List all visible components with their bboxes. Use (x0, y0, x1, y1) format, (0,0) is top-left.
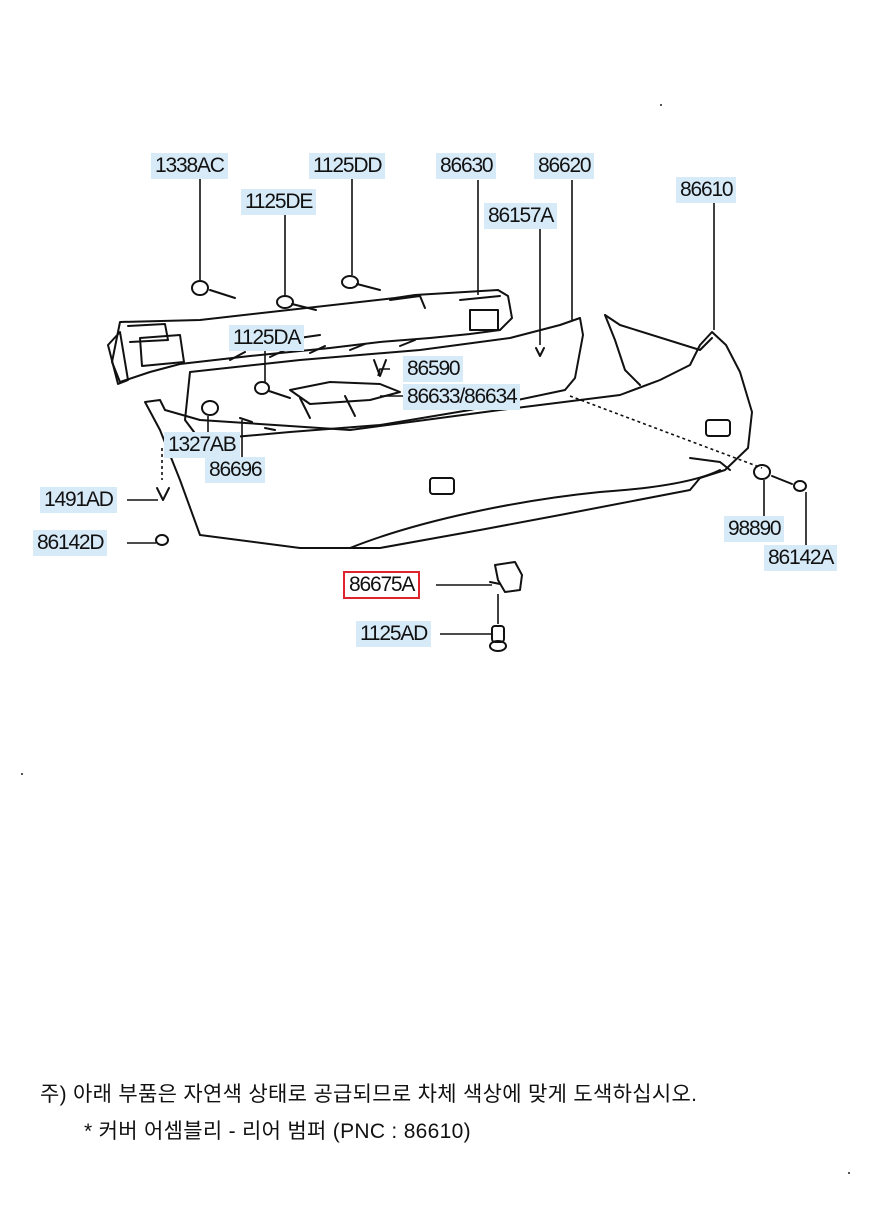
part-label-1125DD[interactable]: 1125DD (309, 153, 386, 179)
part-label-98890[interactable]: 98890 (724, 516, 785, 542)
scan-speck (848, 1172, 850, 1174)
part-label-1125DA[interactable]: 1125DA (229, 325, 305, 351)
pnc-note: * 커버 어셈블리 - 리어 범퍼 (PNC : 86610) (84, 1120, 471, 1143)
part-label-86610[interactable]: 86610 (676, 177, 737, 203)
part-label-86696[interactable]: 86696 (205, 457, 266, 483)
part-label-86630[interactable]: 86630 (436, 153, 497, 179)
part-label-86142D[interactable]: 86142D (33, 530, 108, 556)
bumper-exploded-diagram (107, 178, 807, 652)
scan-speck (21, 773, 23, 775)
scan-speck (660, 104, 662, 106)
part-label-86142A[interactable]: 86142A (764, 545, 838, 571)
part-label-1327AB[interactable]: 1327AB (164, 432, 240, 458)
part-label-1338AC[interactable]: 1338AC (151, 153, 228, 179)
part-label-86620[interactable]: 86620 (534, 153, 595, 179)
paint-note: 주) 아래 부품은 자연색 상태로 공급되므로 차체 색상에 맞게 도색하십시오… (40, 1083, 698, 1106)
part-label-86157A[interactable]: 86157A (484, 203, 558, 229)
part-label-1491AD[interactable]: 1491AD (40, 487, 117, 513)
part-label-1125AD[interactable]: 1125AD (356, 621, 432, 647)
bumper-cover (144, 314, 753, 549)
part-label-1125DE[interactable]: 1125DE (241, 189, 317, 215)
part-label-86590[interactable]: 86590 (403, 356, 464, 382)
part-label-86633-86634[interactable]: 86633/86634 (403, 384, 521, 410)
fasteners (155, 275, 807, 652)
leader-lines (127, 178, 807, 635)
part-label-86675A-selected[interactable]: 86675A (343, 571, 421, 599)
